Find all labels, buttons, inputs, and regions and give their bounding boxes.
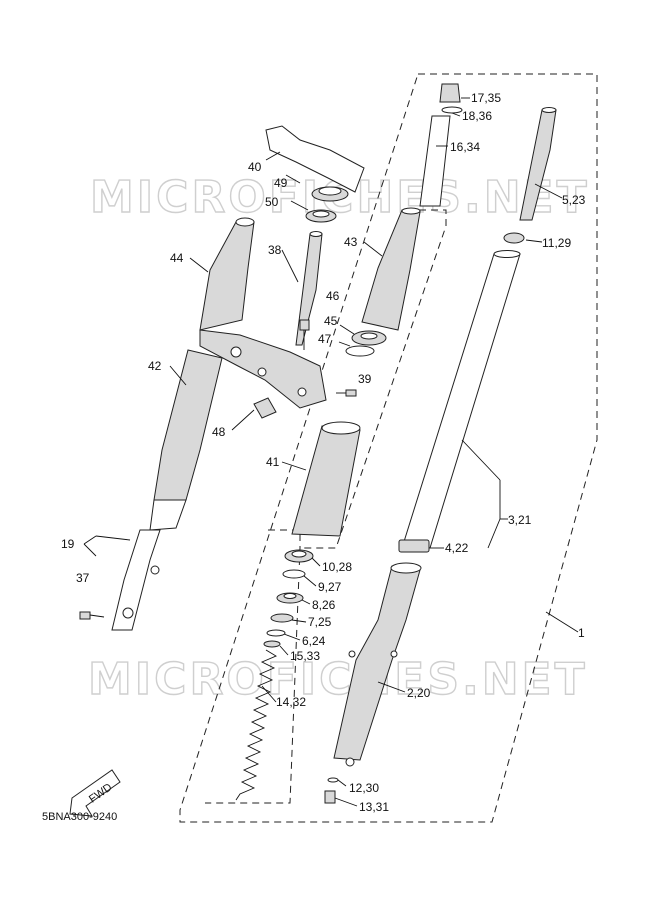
part-9-clip	[282, 569, 306, 579]
callout-41: 41	[266, 455, 280, 469]
part-7-washer	[270, 613, 294, 623]
part-38-steering-stem	[295, 231, 323, 346]
callout-38: 38	[268, 243, 282, 257]
callout-40: 40	[248, 160, 262, 174]
fwd-arrow-icon: FWD	[69, 769, 121, 817]
part-5-damper-rod	[519, 107, 557, 221]
part-8-dust-seal	[276, 592, 304, 604]
callout-1: 1	[578, 626, 585, 640]
callout-39: 39	[358, 372, 372, 386]
callout-17-35: 17,35	[471, 91, 501, 105]
callout-44: 44	[170, 251, 184, 265]
callout-7-25: 7,25	[308, 615, 332, 629]
part-41-lower-cover	[291, 421, 361, 537]
steering-boundary	[300, 209, 447, 549]
leader-lines	[83, 97, 579, 807]
callout-8-26: 8,26	[312, 598, 336, 612]
callout-12-30: 12,30	[349, 781, 379, 795]
part-50-seal	[305, 209, 337, 223]
part-12-washer	[327, 777, 339, 783]
callout-16-34: 16,34	[450, 140, 480, 154]
part-17-cap-bolt	[439, 83, 461, 103]
part-49-bearing	[311, 186, 349, 202]
callout-4-22: 4,22	[445, 541, 469, 555]
part-47-washer	[345, 345, 375, 357]
watermark-bottom: MICROFICHES.NET	[88, 654, 588, 705]
callout-45: 45	[324, 314, 338, 328]
part-44-upper-cover	[199, 217, 255, 331]
diagram-code: 5BNA300-9240	[42, 811, 117, 823]
callout-48: 48	[212, 425, 226, 439]
callout-18-36: 18,36	[462, 109, 492, 123]
part-48-nut	[253, 397, 277, 419]
part-46-bolt	[299, 319, 310, 350]
part-39-bolt	[336, 389, 357, 397]
part-3-inner-tube	[401, 250, 521, 549]
part-6-collar	[266, 629, 286, 637]
callout-3-21: 3,21	[508, 513, 532, 527]
part-11-spring	[503, 232, 525, 244]
callout-50: 50	[265, 195, 279, 209]
part-15-spacer	[263, 640, 281, 648]
part-43-cover	[361, 207, 421, 331]
callout-43: 43	[344, 235, 358, 249]
part-14-fork-spring	[235, 649, 277, 801]
callout-9-27: 9,27	[318, 580, 342, 594]
part-40-cover	[265, 125, 365, 193]
callout-5-23: 5,23	[562, 193, 586, 207]
part-42-fork-leg	[111, 349, 223, 631]
callout-2-20: 2,20	[407, 686, 431, 700]
callout-6-24: 6,24	[302, 634, 326, 648]
part-45-nut	[351, 330, 387, 346]
callout-37: 37	[76, 571, 90, 585]
fork-assembly-boundary	[179, 73, 598, 823]
callout-13-31: 13,31	[359, 800, 389, 814]
part-under-bracket	[199, 329, 327, 409]
callout-10-28: 10,28	[322, 560, 352, 574]
callout-46: 46	[326, 289, 340, 303]
part-16-spacer	[419, 115, 451, 207]
callout-11-29: 11,29	[542, 236, 571, 250]
callout-42: 42	[148, 359, 162, 373]
part-4-bushing	[398, 539, 430, 553]
callout-14-32: 14,32	[276, 695, 306, 709]
part-2-outer-tube	[333, 562, 422, 767]
part-10-oil-seal	[284, 549, 314, 563]
callout-19: 19	[61, 537, 75, 551]
part-13-bolt	[324, 790, 336, 804]
callout-49: 49	[274, 176, 288, 190]
part-18-o-ring	[441, 106, 463, 114]
part-37-bolt	[79, 611, 105, 620]
callout-47: 47	[318, 332, 332, 346]
callout-15-33: 15,33	[290, 649, 320, 663]
